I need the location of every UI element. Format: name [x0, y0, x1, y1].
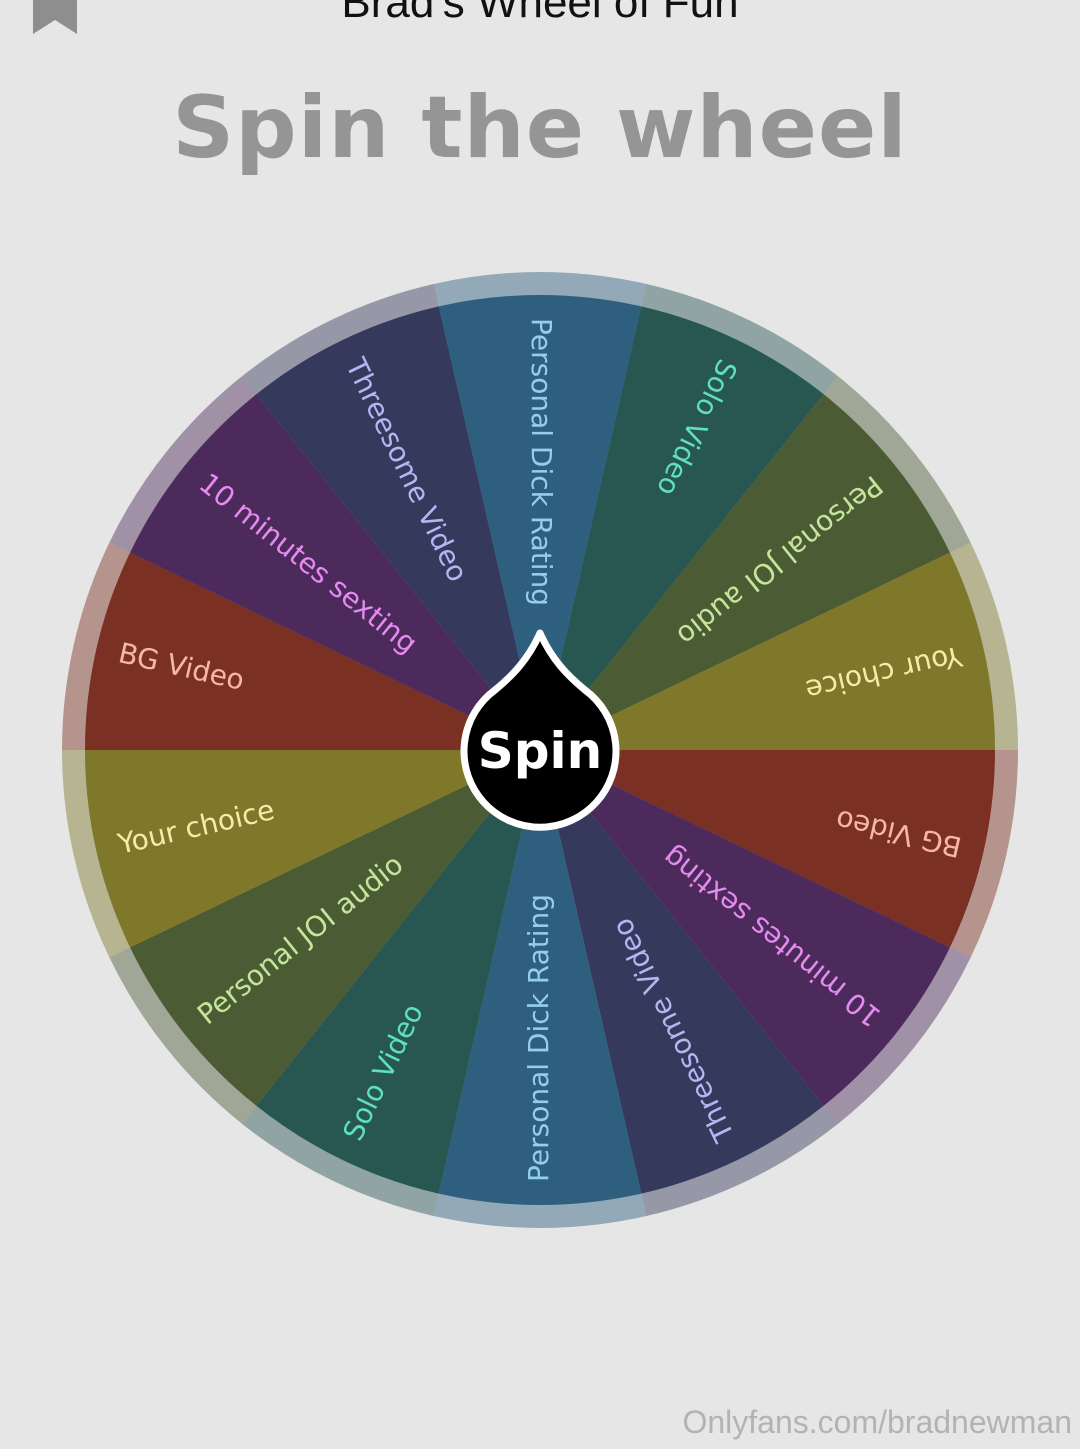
- segment-slice: [540, 394, 950, 750]
- spin-button-label: Spin: [478, 722, 603, 780]
- segment-slice: [85, 750, 540, 948]
- wheel-segment: BG Video: [62, 542, 540, 750]
- app-title: Brad's Wheel of Fun: [341, 0, 739, 27]
- wheel-segment: Personal JOI audio: [540, 376, 971, 750]
- wheel-segment: Threesome Video: [540, 750, 839, 1217]
- segment-slice: [130, 750, 541, 1106]
- segment-slice: [540, 750, 824, 1194]
- wheel-segment: Your choice: [62, 750, 540, 958]
- segment-slice: [438, 750, 642, 1205]
- wheel-segment: Solo Video: [540, 283, 839, 750]
- watermark: Onlyfans.com/bradnewman: [682, 1404, 1072, 1440]
- wheel-segment: Your choice: [540, 542, 1018, 750]
- segment-slice: [540, 750, 950, 1106]
- page-heading: Spin the wheel: [172, 78, 908, 178]
- wheel-segment: Personal Dick Rating: [433, 750, 647, 1228]
- segment-slice: [85, 552, 540, 750]
- bookmark-icon[interactable]: [33, 0, 77, 34]
- segment-slice: [130, 394, 541, 750]
- segment-slice: [438, 295, 642, 750]
- wheel-segment: Personal Dick Rating: [433, 272, 647, 750]
- segment-slice: [540, 552, 995, 750]
- spin-button[interactable]: Spin: [460, 629, 620, 831]
- wheel-segment: 10 minutes sexting: [540, 750, 971, 1124]
- segment-label: Personal Dick Rating: [525, 318, 558, 606]
- segment-slice: [540, 306, 824, 750]
- wheel-segment: BG Video: [540, 750, 1018, 958]
- segment-slice: [256, 750, 540, 1194]
- wheel-segment: Solo Video: [241, 750, 541, 1217]
- segment-label: Personal Dick Rating: [522, 894, 555, 1182]
- segment-slice: [256, 306, 540, 750]
- segment-slice: [540, 750, 995, 948]
